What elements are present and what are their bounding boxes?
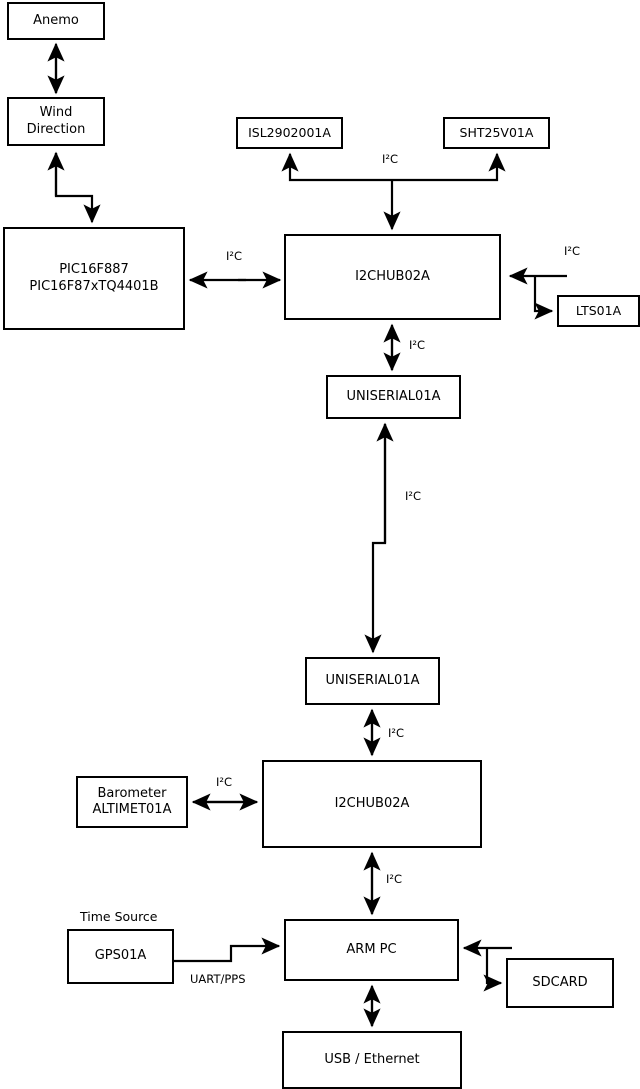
block-uniserial01a-bottom-label: UNISERIAL01A [325,672,420,688]
connector-armpc-sdcard [483,948,503,992]
edge-label-i2c-uni1-uni2: I²C [405,489,422,503]
edge-label-i2c-uni2-hub2: I²C [388,726,405,740]
edge-label-i2c-hub1-lts: I²C [564,244,581,258]
block-pic-microcontroller[interactable]: PIC16F887 PIC16F87xTQ4401B [3,227,185,330]
block-sht25v01a[interactable]: SHT25V01A [443,117,550,149]
block-uniserial01a-top-label: UNISERIAL01A [346,388,441,404]
connector-hub1-isl [281,152,392,182]
block-sht25v01a-label: SHT25V01A [459,125,534,141]
edge-label-i2c-hub2-armpc: I²C [386,872,403,886]
block-isl2902001a-label: ISL2902001A [248,125,331,141]
block-lts01a[interactable]: LTS01A [557,295,640,327]
block-usb-ethernet[interactable]: USB / Ethernet [282,1031,462,1089]
block-i2chub02a-top-label: I2CHUB02A [355,268,430,284]
block-i2chub02a-bottom-label: I2CHUB02A [334,795,410,811]
edge-label-i2c-pic-hub1: I²C [226,249,243,263]
block-arm-pc[interactable]: ARM PC [284,919,459,981]
block-sdcard-label: SDCARD [532,974,588,990]
block-sdcard[interactable]: SDCARD [506,958,614,1008]
block-gps01a-label: GPS01A [94,948,147,964]
block-uniserial01a-bottom[interactable]: UNISERIAL01A [305,657,440,705]
edge-label-i2c-hub1-uni1: I²C [409,338,426,352]
connector-uni1-uni2 [364,424,387,654]
block-anemo[interactable]: Anemo [7,2,105,40]
block-i2chub02a-top[interactable]: I2CHUB02A [284,234,501,320]
edge-label-i2c-isl-sht: I²C [382,152,399,166]
connector-hub1-sht [392,152,506,182]
block-gps01a[interactable]: GPS01A [67,929,174,984]
edge-label-uart-pps: UART/PPS [190,972,246,986]
block-wind-direction-label: Wind Direction [26,105,86,137]
label-time-source: Time Source [80,909,158,924]
edge-label-i2c-baro-hub2: I²C [216,775,233,789]
block-uniserial01a-top[interactable]: UNISERIAL01A [326,375,461,419]
block-arm-pc-label: ARM PC [346,941,397,957]
block-barometer-altimet01a[interactable]: Barometer ALTIMET01A [76,776,188,828]
connector-wind-pic [54,153,101,224]
block-lts01a-label: LTS01A [575,303,622,319]
block-isl2902001a[interactable]: ISL2902001A [236,117,343,149]
block-anemo-label: Anemo [33,12,79,28]
connector-gps-armpc [174,937,281,963]
block-barometer-altimet01a-label: Barometer ALTIMET01A [92,785,172,817]
block-pic-microcontroller-label: PIC16F887 PIC16F87xTQ4401B [29,262,159,294]
connector-hub1-lts [533,276,554,320]
block-wind-direction[interactable]: Wind Direction [7,97,105,146]
block-usb-ethernet-label: USB / Ethernet [324,1051,420,1067]
block-i2chub02a-bottom[interactable]: I2CHUB02A [262,760,482,848]
